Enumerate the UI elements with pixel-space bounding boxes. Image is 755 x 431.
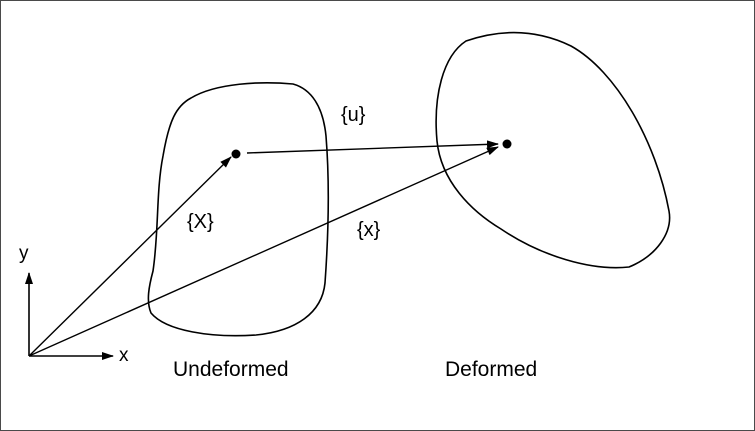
deformed-label: Deformed: [445, 358, 537, 381]
displacement-vector: [246, 140, 499, 154]
original-position-label: {X}: [187, 211, 214, 233]
deformed-body-outline: [435, 31, 671, 269]
displacement-label: {u}: [341, 104, 366, 126]
current-position-label: {x}: [357, 219, 381, 241]
current-position-vector: [28, 146, 499, 357]
undeformed-label: Undeformed: [173, 358, 289, 381]
undeformed-body-outline: [147, 82, 330, 337]
y-axis-label: y: [19, 243, 29, 264]
deformed-point: [502, 139, 512, 149]
undeformed-point: [231, 149, 241, 159]
original-position-vector: [28, 156, 232, 357]
x-axis-label: x: [119, 345, 129, 366]
